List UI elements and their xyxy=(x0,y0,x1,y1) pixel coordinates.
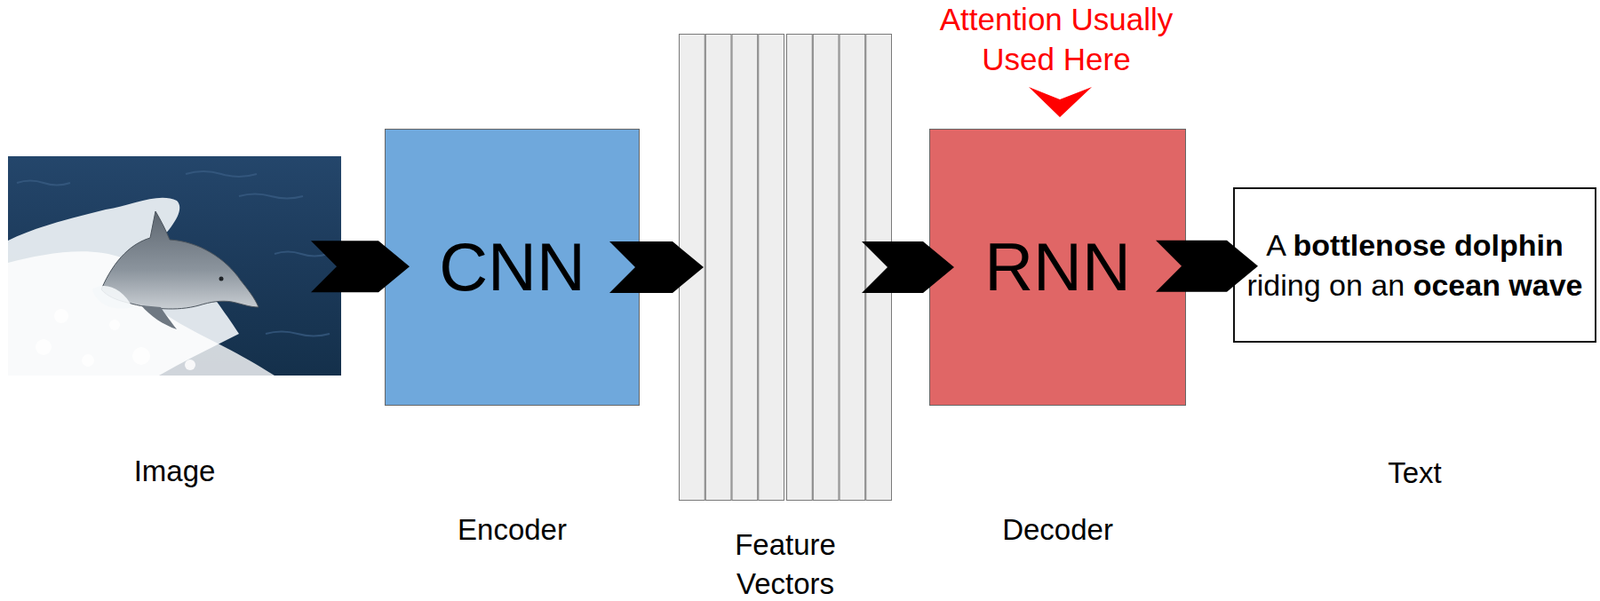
feature-strip xyxy=(787,34,813,502)
chevron-arrow xyxy=(310,240,410,293)
caption-word xyxy=(1500,268,1509,303)
input-image: Image xyxy=(7,156,342,376)
caption-word xyxy=(1445,228,1454,263)
chevron-arrow xyxy=(609,241,704,294)
caption-word: bottlenose xyxy=(1293,228,1447,263)
caption-box: A bottlenose dolphin riding on an ocean … xyxy=(1233,187,1597,343)
encoder-label: Encoder xyxy=(457,513,567,548)
feature-label: Feature Vectors xyxy=(709,525,861,601)
decoder-label: Decoder xyxy=(1002,513,1114,548)
caption-word: dolphin xyxy=(1454,228,1564,263)
encoder-box: CNNEncoder xyxy=(384,128,640,406)
caption-word: ocean xyxy=(1413,268,1501,303)
feature-strip xyxy=(758,34,785,502)
feature-strip xyxy=(812,34,839,502)
caption-word xyxy=(1362,268,1371,303)
caption-word: riding xyxy=(1246,268,1321,303)
caption-word: wave xyxy=(1508,268,1583,303)
chevron-arrow xyxy=(1155,240,1258,293)
caption-word xyxy=(1284,228,1293,263)
attention-note: Attention Usually Used Here xyxy=(914,0,1199,80)
caption-word: an xyxy=(1370,268,1405,303)
decoder-name: RNN xyxy=(984,228,1131,306)
generated-caption: A bottlenose dolphin riding on an ocean … xyxy=(1245,225,1585,304)
feature-strip xyxy=(705,34,732,502)
chevron-arrow xyxy=(861,241,955,294)
feature-strips xyxy=(678,33,892,502)
feature-vectors: Feature Vectors xyxy=(678,33,892,502)
attention-chevron xyxy=(1028,87,1092,118)
caption-word xyxy=(1404,268,1413,303)
caption-word: A xyxy=(1265,228,1285,263)
dolphin-photo xyxy=(7,156,342,376)
encoder-name: CNN xyxy=(438,228,586,306)
feature-strip xyxy=(839,34,866,502)
feature-strip xyxy=(732,34,758,502)
text-label: Text xyxy=(1387,456,1442,491)
decoder-box: RNNDecoder xyxy=(929,128,1187,406)
caption-word: on xyxy=(1329,268,1363,303)
caption-word xyxy=(1321,268,1330,303)
image-label: Image xyxy=(134,454,216,489)
